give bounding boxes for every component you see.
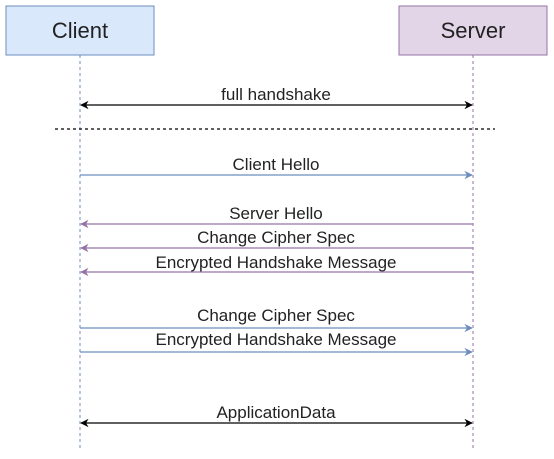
message-label: Encrypted Handshake Message bbox=[156, 330, 397, 349]
message-label: Change Cipher Spec bbox=[197, 306, 355, 325]
message-label: Encrypted Handshake Message bbox=[156, 253, 397, 272]
message-label: Change Cipher Spec bbox=[197, 228, 355, 247]
message-client-hello: Client Hello bbox=[80, 155, 473, 180]
client-label: Client bbox=[52, 18, 108, 43]
message-server-encrypted-handshake: Encrypted Handshake Message bbox=[80, 253, 473, 277]
message-label: full handshake bbox=[221, 85, 331, 104]
message-label: Server Hello bbox=[229, 204, 323, 223]
message-client-encrypted-handshake: Encrypted Handshake Message bbox=[80, 330, 473, 357]
message-application-data: ApplicationData bbox=[80, 403, 473, 428]
server-participant: Server bbox=[398, 5, 548, 56]
server-box bbox=[398, 5, 548, 56]
message-server-hello: Server Hello bbox=[80, 204, 473, 229]
message-label: Client Hello bbox=[233, 155, 320, 174]
client-participant: Client bbox=[5, 5, 155, 56]
message-full-handshake: full handshake bbox=[80, 85, 473, 110]
message-server-change-cipher-spec: Change Cipher Spec bbox=[80, 228, 473, 253]
server-label: Server bbox=[441, 18, 506, 43]
message-client-change-cipher-spec: Change Cipher Spec bbox=[80, 306, 473, 333]
message-label: ApplicationData bbox=[216, 403, 336, 422]
client-box bbox=[5, 5, 155, 56]
